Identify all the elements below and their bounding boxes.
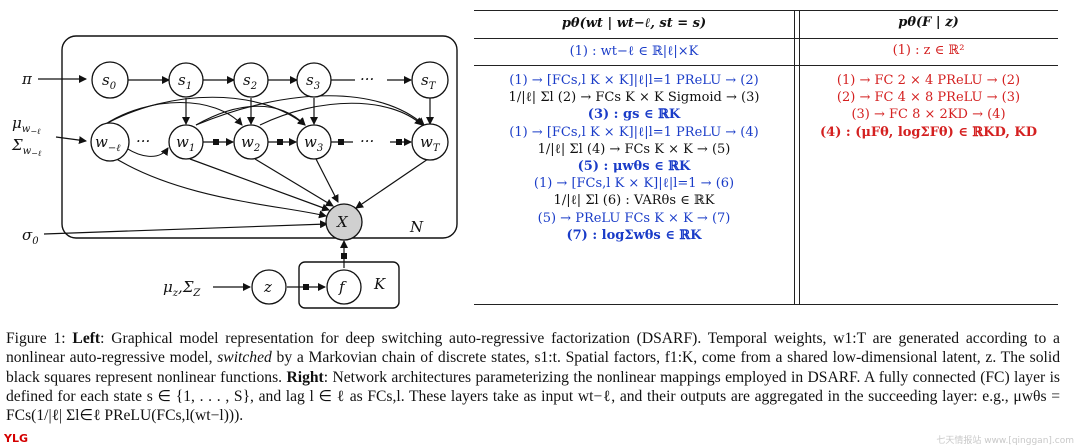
plate-N-label: N bbox=[409, 218, 424, 236]
svg-text:s2: s2 bbox=[243, 71, 257, 92]
caption-right-label: Right bbox=[286, 368, 324, 386]
node-s1: s1 bbox=[168, 62, 204, 98]
svg-text:w3: w3 bbox=[304, 133, 323, 154]
col1-row: (7) : logΣwθs ∈ ℝK bbox=[566, 227, 702, 243]
caption-left-text-2: by a Markovian chain of discrete states,… bbox=[6, 349, 1060, 386]
caption-switched: switched bbox=[217, 349, 272, 367]
figure-label: Figure 1: bbox=[6, 330, 73, 347]
mu-w-label: μw−ℓ bbox=[12, 114, 41, 136]
col1-input: (1) : wt−ℓ ∈ ℝ|ℓ|×K bbox=[569, 44, 699, 59]
svg-text:w1: w1 bbox=[176, 133, 195, 154]
svg-text:z: z bbox=[263, 278, 272, 296]
sigma-w-label: Σw−ℓ bbox=[11, 136, 42, 158]
col2-row: (2) → FC 4 × 8 PReLU → (3) bbox=[836, 90, 1021, 106]
col1-row: (5) → PReLU FCs K × K → (7) bbox=[537, 210, 731, 226]
mu-z-sigma-z-label: μz,ΣZ bbox=[163, 278, 201, 299]
svg-text:s0: s0 bbox=[102, 71, 117, 92]
svg-text:w2: w2 bbox=[241, 133, 260, 154]
col2-row: (1) → FC 2 × 4 PReLU → (2) bbox=[836, 73, 1021, 88]
node-wT: wT bbox=[411, 123, 449, 161]
col1-header: pθ(wt | wt−ℓ, st = s) bbox=[561, 16, 707, 31]
col1-row: (5) : μwθs ∈ ℝK bbox=[577, 158, 691, 174]
caption-right-text: : Network architectures parameterizing t… bbox=[6, 368, 1060, 425]
plate-K bbox=[298, 261, 400, 309]
node-X-observed: X bbox=[325, 203, 363, 241]
col1-layers: (1) → [FCs,l K × K]|ℓ|l=1 PReLU → (2) 1/… bbox=[474, 72, 794, 244]
svg-text:X: X bbox=[336, 213, 349, 231]
logo-mark: YLG bbox=[4, 432, 29, 445]
col1-row: (1) → [FCs,l K × K]|ℓ|l=1 PReLU → (4) bbox=[509, 124, 759, 140]
caption-left-text-1: : Graphical model representation for dee… bbox=[6, 330, 1060, 367]
col2-input: (1) : z ∈ ℝ² bbox=[892, 43, 965, 58]
svg-text:sT: sT bbox=[421, 71, 437, 92]
col1-row: 1/|ℓ| Σl (2) → FCs K × K Sigmoid → (3) bbox=[508, 90, 760, 106]
svg-text:f: f bbox=[338, 278, 347, 296]
col2-layers: (1) → FC 2 × 4 PReLU → (2) (2) → FC 4 × … bbox=[799, 72, 1058, 141]
sigma0-label: σ0 bbox=[22, 226, 39, 247]
col1-row: (1) → [FCs,l K × K]|ℓ|l=1 PReLU → (2) bbox=[509, 73, 759, 88]
node-w3: w3 bbox=[296, 124, 332, 160]
node-s3: s3 bbox=[296, 62, 332, 98]
caption-left-label: Left bbox=[72, 330, 101, 347]
node-sT: sT bbox=[411, 61, 449, 99]
node-w2: w2 bbox=[233, 124, 269, 160]
weight-ellipsis: ··· bbox=[360, 132, 374, 150]
graphical-model: π μw−ℓ Σw−ℓ σ0 μz,ΣZ ··· ··· ··· s0 s1 s… bbox=[11, 35, 458, 309]
col1-row: (3) : gs ∈ ℝK bbox=[587, 107, 681, 123]
node-z: z bbox=[251, 269, 287, 305]
svg-text:s3: s3 bbox=[306, 71, 320, 92]
col2-header: pθ(F | z) bbox=[898, 15, 959, 30]
col1-row: (1) → [FCs,l K × K]|ℓ|l=1 → (6) bbox=[533, 176, 735, 192]
svg-text:wT: wT bbox=[420, 133, 441, 154]
architecture-table: pθ(wt | wt−ℓ, st = s) pθ(F | z) (1) : wt… bbox=[474, 10, 1058, 305]
plate-N bbox=[61, 35, 458, 239]
plate-K-label: K bbox=[373, 275, 386, 293]
col1-row: 1/|ℓ| Σl (6) : VARθs ∈ ℝK bbox=[553, 193, 715, 209]
node-w1: w1 bbox=[168, 124, 204, 160]
watermark: 七天情报站 www.[qinggan].com bbox=[936, 436, 1074, 446]
node-f: f bbox=[326, 269, 362, 305]
col2-row: (4) : (μFθ, logΣFθ) ∈ ℝKD, KD bbox=[820, 124, 1037, 140]
node-w-minus-l: w−ℓ bbox=[90, 122, 130, 162]
pi-label: π bbox=[21, 70, 33, 88]
figure-caption: Figure 1: Left: Graphical model represen… bbox=[6, 329, 1060, 425]
svg-text:s1: s1 bbox=[178, 71, 192, 92]
col2-row: (3) → FC 8 × 2KD → (4) bbox=[851, 107, 1006, 123]
svg-text:w−ℓ: w−ℓ bbox=[95, 133, 120, 154]
state-ellipsis: ··· bbox=[360, 70, 374, 88]
weight-ellipsis-left: ··· bbox=[136, 132, 150, 150]
node-s0: s0 bbox=[91, 61, 129, 99]
node-s2: s2 bbox=[233, 62, 269, 98]
col1-row: 1/|ℓ| Σl (4) → FCs K × K → (5) bbox=[537, 141, 731, 157]
